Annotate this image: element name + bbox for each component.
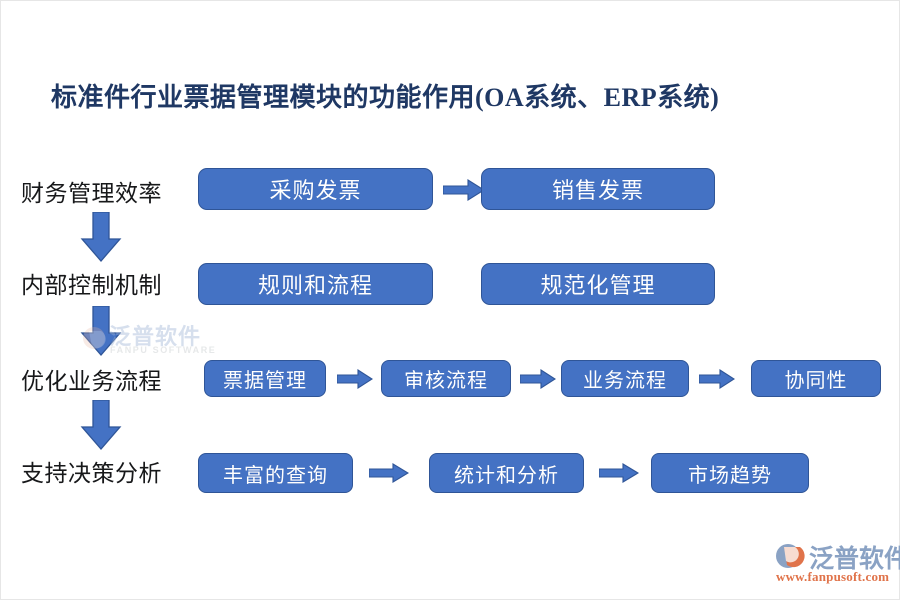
process-box-sales-invoice[interactable]: 销售发票 bbox=[481, 168, 715, 210]
process-box-market-trend[interactable]: 市场趋势 bbox=[651, 453, 809, 493]
brand-logo: 泛普软件 www.fanpusoft.com bbox=[773, 539, 900, 591]
down-arrow-icon-3 bbox=[80, 400, 122, 450]
row-label-financial-efficiency: 财务管理效率 bbox=[21, 181, 162, 206]
process-box-statistics-analysis[interactable]: 统计和分析 bbox=[429, 453, 584, 493]
right-arrow-icon-r3-2 bbox=[520, 369, 556, 389]
brand-logo-url: www.fanpusoft.com bbox=[776, 569, 890, 584]
row-label-decision-support: 支持决策分析 bbox=[21, 461, 162, 486]
row-label-optimize-process: 优化业务流程 bbox=[21, 369, 162, 394]
down-arrow-icon-2 bbox=[80, 306, 122, 356]
watermark-brand-en: FANPU SOFTWARE bbox=[110, 345, 217, 355]
page-title: 标准件行业票据管理模块的功能作用(OA系统、ERP系统) bbox=[51, 83, 720, 112]
process-box-collaboration[interactable]: 协同性 bbox=[751, 360, 881, 397]
right-arrow-icon-r4-1 bbox=[369, 463, 409, 483]
process-box-rich-query[interactable]: 丰富的查询 bbox=[198, 453, 353, 493]
down-arrow-icon-1 bbox=[80, 212, 122, 262]
process-box-purchase-invoice[interactable]: 采购发票 bbox=[198, 168, 433, 210]
brand-logo-cn: 泛普软件 bbox=[809, 546, 900, 573]
process-box-business-process[interactable]: 业务流程 bbox=[561, 360, 689, 397]
process-box-bill-management[interactable]: 票据管理 bbox=[204, 360, 326, 397]
row-label-internal-control: 内部控制机制 bbox=[21, 273, 162, 298]
process-box-standardized-management[interactable]: 规范化管理 bbox=[481, 263, 715, 305]
brand-logo-icon bbox=[776, 544, 805, 568]
right-arrow-icon-r1-1 bbox=[443, 179, 485, 201]
process-box-rules-and-process[interactable]: 规则和流程 bbox=[198, 263, 433, 305]
right-arrow-icon-r4-2 bbox=[599, 463, 639, 483]
process-box-review-process[interactable]: 审核流程 bbox=[381, 360, 511, 397]
right-arrow-icon-r3-1 bbox=[337, 369, 373, 389]
right-arrow-icon-r3-3 bbox=[699, 369, 735, 389]
watermark-brand-cn: 泛普软件 bbox=[109, 324, 202, 349]
